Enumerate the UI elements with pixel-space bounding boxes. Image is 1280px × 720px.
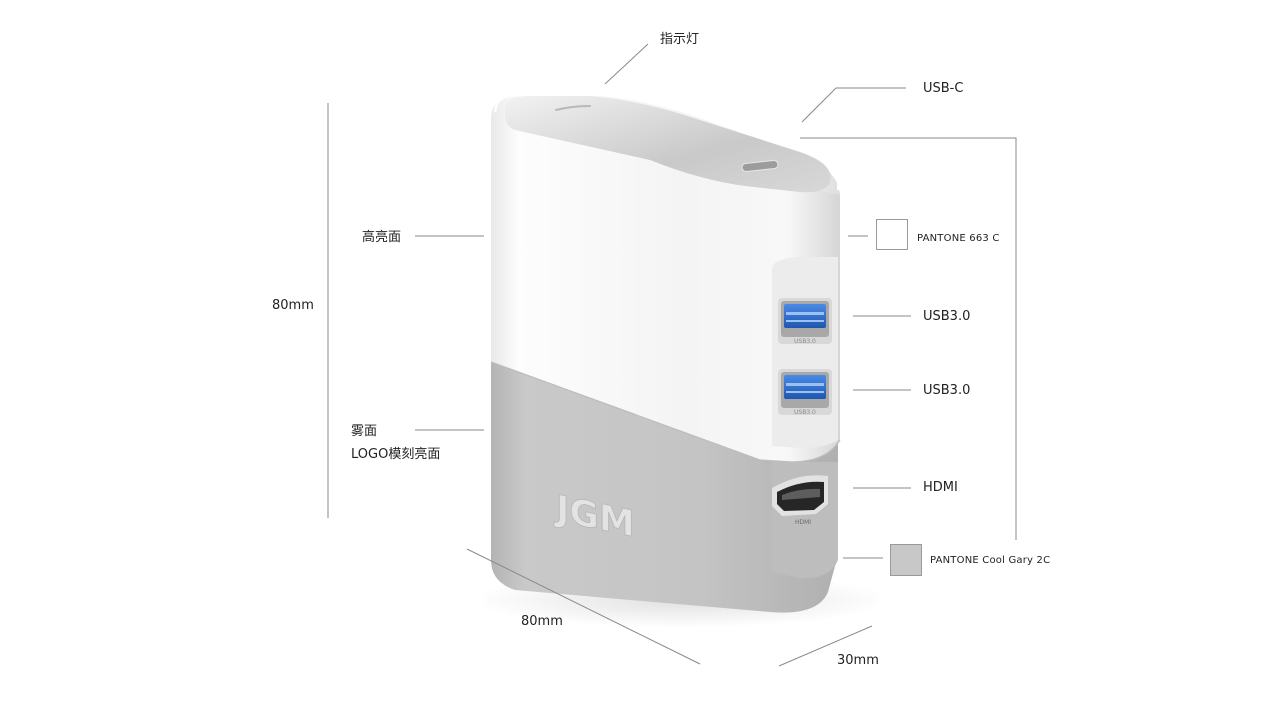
- label-pantone-gray: PANTONE Cool Gary 2C: [930, 555, 1051, 566]
- port-recess-upper: [772, 257, 838, 448]
- label-matte: 雾面: [351, 424, 378, 439]
- pantone-gray-swatch: [890, 544, 922, 576]
- label-depth-dimension: 30mm: [837, 653, 879, 668]
- usb-c-port: [741, 160, 779, 172]
- leader-usb-c: [801, 87, 906, 123]
- usb3-port-bottom: [778, 369, 832, 415]
- usb-port-caption-bottom: USB3.0: [794, 409, 816, 416]
- white-gloss-body: [491, 96, 840, 462]
- dimension-line-depth: [778, 625, 873, 667]
- label-pantone-white: PANTONE 663 C: [917, 233, 1000, 244]
- indicator-light-slot: [555, 105, 591, 111]
- label-indicator-light: 指示灯: [660, 32, 700, 47]
- label-usb3-bottom: USB3.0: [923, 383, 971, 398]
- gray-matte-body: [491, 362, 838, 613]
- hdmi-port-caption: HDMI: [795, 519, 811, 526]
- hdmi-port: [772, 475, 828, 516]
- label-logo-gloss: LOGO模刻亮面: [351, 447, 441, 462]
- top-rim: [493, 91, 840, 191]
- bracket-right: [800, 137, 1017, 540]
- label-high-gloss: 高亮面: [362, 230, 402, 245]
- label-usb3-top: USB3.0: [923, 309, 971, 324]
- label-hdmi: HDMI: [923, 480, 958, 495]
- usb3-port-top: [778, 298, 832, 344]
- usb-port-caption-top: USB3.0: [794, 338, 816, 345]
- dimension-line-width: [466, 548, 701, 665]
- label-width-dimension: 80mm: [521, 614, 563, 629]
- label-height-dimension: 80mm: [272, 298, 314, 313]
- leader-lines: [327, 43, 1017, 667]
- pantone-white-swatch: [876, 219, 908, 250]
- label-usb-c: USB-C: [923, 81, 964, 96]
- leader-indicator: [604, 43, 649, 85]
